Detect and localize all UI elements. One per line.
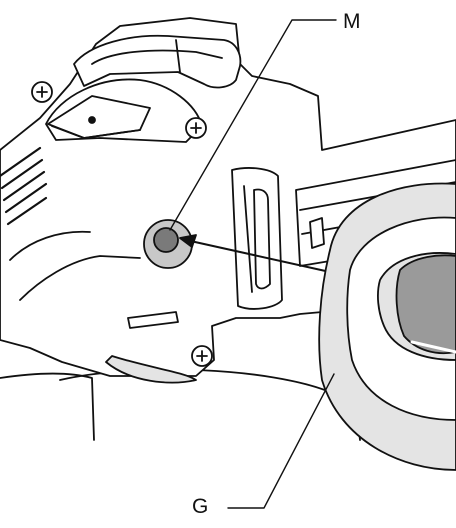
side-panel-line-2 xyxy=(9,230,91,261)
mount-hole-M-inner xyxy=(153,227,179,253)
side-handle-G xyxy=(318,182,456,471)
vent-slots xyxy=(0,146,48,226)
lower-housing-left xyxy=(0,372,95,441)
insertion-arrow xyxy=(185,239,331,273)
mount-band-slot xyxy=(253,188,271,290)
callout-label-g: G xyxy=(192,495,209,518)
screw-bottom xyxy=(191,345,213,367)
insertion-arrowhead xyxy=(179,234,197,248)
handle-grip xyxy=(395,254,456,355)
leader-G xyxy=(227,373,335,509)
bottom-slot xyxy=(127,311,179,329)
lower-housing-outline xyxy=(59,368,361,441)
gear-head-rib xyxy=(51,125,141,139)
spindle-lock-dot xyxy=(88,116,96,124)
side-panel-line xyxy=(19,255,141,301)
callout-label-m: M xyxy=(343,10,361,33)
mount-band-inner xyxy=(243,185,253,293)
screw-top-left xyxy=(31,81,53,103)
guard-bottom xyxy=(105,355,197,384)
leader-M xyxy=(169,19,337,231)
top-handle xyxy=(73,34,242,89)
top-handle-inner xyxy=(91,49,223,65)
handle-grip-highlight xyxy=(410,340,456,354)
top-handle-slot xyxy=(175,39,181,73)
screw-right xyxy=(185,117,207,139)
